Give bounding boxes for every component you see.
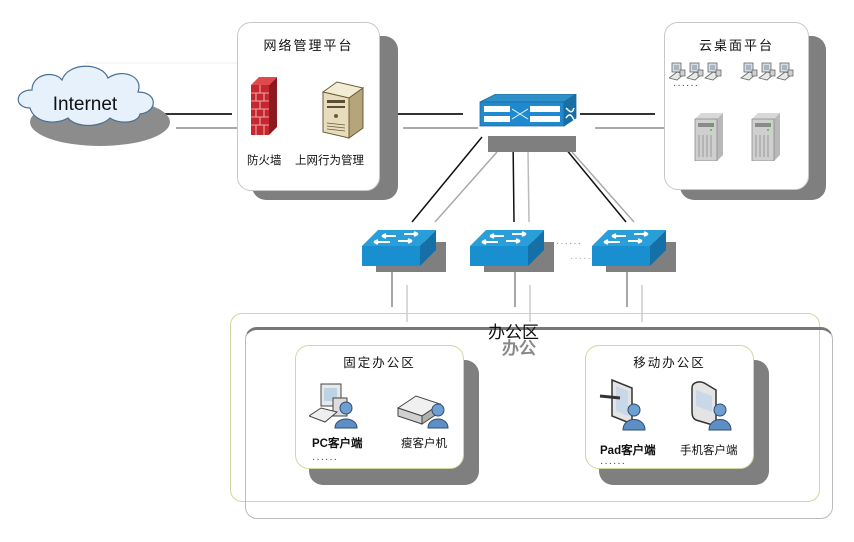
internet-cloud: Internet bbox=[10, 60, 170, 150]
switch-ellipsis: ······ bbox=[570, 253, 596, 264]
fixed-office-panel: 固定办公区 PC客户端 瘦客户机 ······ bbox=[295, 345, 464, 469]
cloud-server-icon bbox=[751, 113, 780, 161]
mobile-office-title: 移动办公区 bbox=[633, 355, 706, 370]
firewall-icon bbox=[251, 77, 277, 135]
desktop-client-icon bbox=[758, 62, 776, 81]
office-zone-title-shadow: 办公 bbox=[502, 339, 536, 359]
cloud-server-icon bbox=[694, 113, 723, 161]
phone-client-label: 手机客户端 bbox=[680, 443, 738, 457]
network-mgmt-title: 网络管理平台 bbox=[263, 39, 354, 54]
core-switch-icon bbox=[479, 94, 577, 152]
thin-client-label: 瘦客户机 bbox=[401, 436, 447, 450]
network-mgmt-panel: 网络管理平台 防火墙 上网行为管理 bbox=[237, 22, 380, 191]
pc-user-icon bbox=[309, 383, 358, 429]
server-icon bbox=[321, 81, 365, 139]
desktop-client-icon bbox=[740, 62, 758, 81]
office-zone-frame-inner bbox=[245, 327, 833, 519]
desktop-client-icon bbox=[668, 62, 686, 81]
internet-label: Internet bbox=[52, 94, 118, 115]
desktop-client-icon bbox=[704, 62, 722, 81]
desktop-client-icon bbox=[776, 62, 794, 81]
firewall-label: 防火墙 bbox=[247, 153, 282, 167]
fixed-ellipsis: ······ bbox=[312, 454, 338, 465]
office-zone-title: 办公区 bbox=[488, 323, 539, 343]
desktop-client-icon bbox=[686, 62, 704, 81]
desktop-ellipsis: ······ bbox=[673, 80, 699, 91]
pc-client-label-text: PC客户端 bbox=[312, 438, 363, 450]
pad-client-label-text: Pad客户端 bbox=[600, 445, 656, 457]
pc-client-label: PC客户端 bbox=[312, 435, 362, 451]
access-switch-icon bbox=[592, 230, 676, 272]
pad-client-label: Pad客户端 bbox=[600, 442, 656, 458]
mobile-office-panel: 移动办公区 Pad客户端 手机客户端 ······ bbox=[585, 345, 754, 469]
thin-client-user-icon bbox=[396, 395, 449, 429]
cloud-desktop-title: 云桌面平台 bbox=[698, 39, 774, 54]
fixed-office-title: 固定办公区 bbox=[343, 355, 416, 370]
office-zone-frame bbox=[230, 313, 820, 502]
behavior-mgmt-label: 上网行为管理 bbox=[295, 153, 364, 167]
switch-ellipsis: ······ bbox=[556, 238, 582, 249]
access-switch-icon bbox=[362, 230, 446, 272]
pad-user-icon bbox=[599, 378, 646, 431]
cloud-icon bbox=[17, 65, 170, 146]
cloud-desktop-panel: 云桌面平台 ······ bbox=[664, 22, 809, 190]
access-switch-icon bbox=[470, 230, 554, 272]
mobile-ellipsis: ······ bbox=[600, 458, 626, 469]
phone-user-icon bbox=[691, 381, 732, 431]
